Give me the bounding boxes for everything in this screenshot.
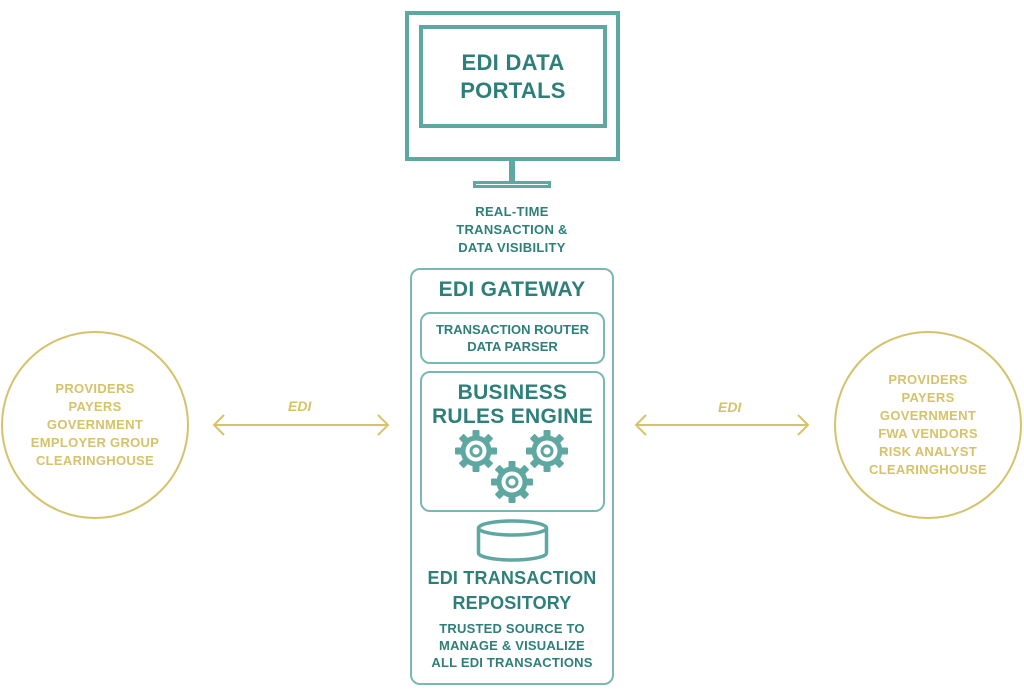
repository-title-line2: REPOSITORY bbox=[452, 593, 572, 613]
right-partner-item: PAYERS bbox=[901, 390, 955, 405]
repository-title: EDI TRANSACTION REPOSITORY bbox=[412, 566, 612, 616]
repository-description: TRUSTED SOURCE TO MANAGE & VISUALIZE ALL… bbox=[412, 620, 612, 671]
gears-icon bbox=[452, 427, 572, 505]
right-partner-item: GOVERNMENT bbox=[879, 408, 977, 423]
left-partners-circle: PROVIDERS PAYERS GOVERNMENT EMPLOYER GRO… bbox=[1, 331, 189, 519]
visibility-line2: TRANSACTION & bbox=[456, 222, 568, 237]
monitor-base bbox=[473, 181, 551, 188]
visibility-line3: DATA VISIBILITY bbox=[458, 240, 566, 255]
rules-engine-line2: RULES ENGINE bbox=[431, 405, 594, 428]
router-line1: TRANSACTION ROUTER bbox=[435, 322, 590, 337]
monitor-neck bbox=[509, 161, 515, 183]
visibility-line1: REAL-TIME bbox=[475, 204, 549, 219]
repository-desc-line2: MANAGE & VISUALIZE bbox=[439, 638, 585, 653]
edi-right-label: EDI bbox=[718, 399, 742, 415]
double-arrow-right-icon bbox=[634, 414, 810, 436]
right-partner-item: PROVIDERS bbox=[888, 372, 968, 387]
left-partner-item: GOVERNMENT bbox=[46, 417, 144, 432]
router-line2: DATA PARSER bbox=[467, 339, 558, 354]
right-partner-item: RISK ANALYST bbox=[879, 444, 977, 459]
portals-title-line2: PORTALS bbox=[460, 77, 566, 103]
edi-left-label: EDI bbox=[288, 398, 312, 414]
left-partner-item: CLEARINGHOUSE bbox=[35, 453, 155, 468]
monitor-frame bbox=[405, 11, 620, 161]
left-partner-item: PROVIDERS bbox=[55, 381, 135, 396]
rules-engine-title: BUSINESS RULES ENGINE bbox=[420, 381, 605, 429]
left-partner-item: EMPLOYER GROUP bbox=[30, 435, 160, 450]
edi-gateway-box bbox=[410, 268, 614, 685]
left-partner-item: PAYERS bbox=[68, 399, 122, 414]
repository-title-line1: EDI TRANSACTION bbox=[427, 568, 597, 588]
database-icon bbox=[476, 519, 549, 562]
repository-desc-line3: ALL EDI TRANSACTIONS bbox=[431, 655, 593, 670]
portals-title-line1: EDI DATA bbox=[461, 49, 565, 75]
monitor-screen: EDI DATA PORTALS bbox=[419, 25, 607, 128]
portals-title: EDI DATA PORTALS bbox=[460, 49, 566, 105]
gateway-title: EDI GATEWAY bbox=[438, 278, 586, 301]
right-partners-circle: PROVIDERS PAYERS GOVERNMENT FWA VENDORS … bbox=[834, 331, 1022, 519]
rules-engine-box bbox=[420, 371, 605, 512]
right-partner-item: CLEARINGHOUSE bbox=[868, 462, 988, 477]
double-arrow-left-icon bbox=[212, 414, 390, 436]
router-box: TRANSACTION ROUTER DATA PARSER bbox=[420, 312, 605, 364]
rules-engine-line1: BUSINESS bbox=[457, 381, 568, 404]
right-partner-item: FWA VENDORS bbox=[878, 426, 978, 441]
visibility-caption: REAL-TIME TRANSACTION & DATA VISIBILITY bbox=[412, 203, 612, 257]
repository-desc-line1: TRUSTED SOURCE TO bbox=[439, 621, 585, 636]
